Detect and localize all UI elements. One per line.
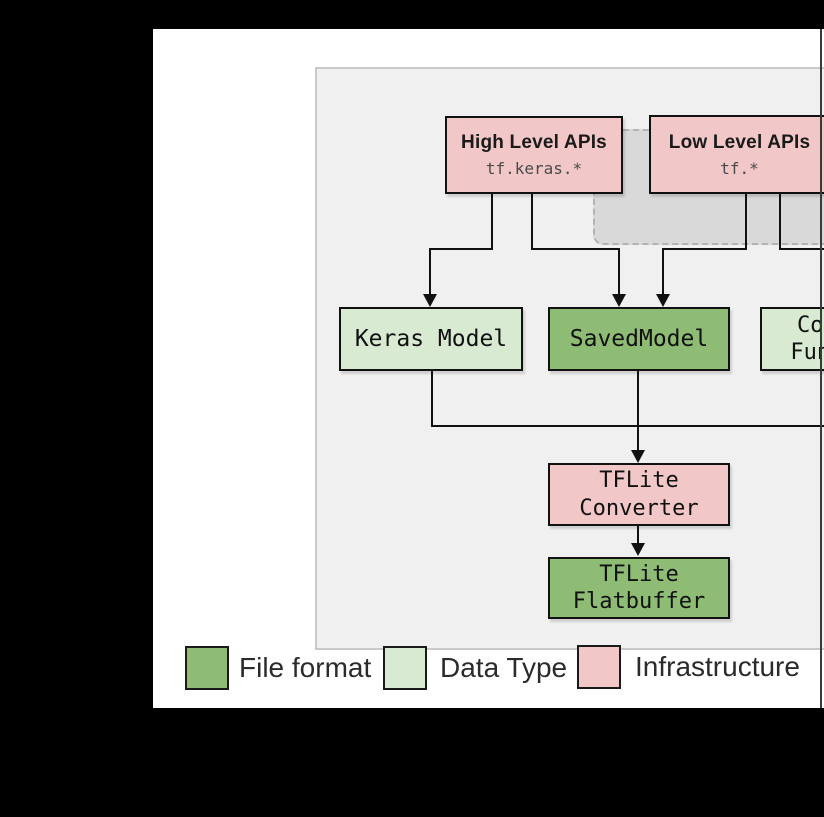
node-label: Keras Model xyxy=(354,325,508,352)
edge-high-to-keras-line xyxy=(429,248,431,295)
edge-high-to-savedmodel-line xyxy=(531,248,620,250)
legend-label-data-type: Data Type xyxy=(440,652,568,683)
node-high-level-apis: High Level APIs tf.keras.* xyxy=(445,116,623,194)
node-label: TFLite Flatbuffer xyxy=(572,561,706,615)
node-subtitle: tf.* xyxy=(720,158,759,178)
edge-low-to-savedmodel-line xyxy=(745,192,747,250)
legend-swatch-file-format xyxy=(185,646,229,690)
node-concrete-functions: Concrete Functions xyxy=(760,307,824,371)
window-edge-line xyxy=(820,29,822,708)
node-tflite-converter: TFLite Converter xyxy=(548,463,730,526)
edge-high-to-savedmodel-line xyxy=(618,248,620,295)
edge-high-to-savedmodel-line xyxy=(531,192,533,250)
edge-merge-line xyxy=(431,425,824,427)
legend-swatch-data-type xyxy=(383,646,427,690)
edge-low-to-concrete-line xyxy=(779,248,824,250)
diagram-area: High Level APIs tf.keras.* Low Level API… xyxy=(315,67,824,650)
node-label: SavedModel xyxy=(569,325,709,352)
node-title: High Level APIs xyxy=(461,132,607,153)
node-title: Low Level APIs xyxy=(668,131,811,153)
arrowhead-icon xyxy=(612,294,626,307)
legend-label-file-format: File format xyxy=(239,652,372,683)
node-tflite-flatbuffer: TFLite Flatbuffer xyxy=(548,557,730,619)
edge-converter-to-flatbuffer-line xyxy=(637,526,639,543)
edge-savedmodel-to-converter-line xyxy=(637,370,639,450)
node-savedmodel: SavedModel xyxy=(548,307,730,371)
edge-low-to-savedmodel-line xyxy=(662,248,747,250)
legend-label-infrastructure: Infrastructure xyxy=(635,651,800,682)
edge-high-to-keras-line xyxy=(491,192,493,250)
arrowhead-icon xyxy=(423,294,437,307)
figure-panel: High Level APIs tf.keras.* Low Level API… xyxy=(153,29,824,708)
node-keras-model: Keras Model xyxy=(339,307,523,371)
edge-low-to-savedmodel-line xyxy=(662,248,664,295)
arrowhead-icon xyxy=(631,450,645,463)
arrowhead-icon xyxy=(656,294,670,307)
legend-swatch-infrastructure xyxy=(577,645,621,689)
edge-high-to-keras-line xyxy=(429,248,493,250)
edge-low-to-concrete-line xyxy=(779,192,781,250)
edge-keras-to-converter-line xyxy=(431,371,433,427)
node-label: TFLite Converter xyxy=(579,468,699,521)
node-low-level-apis: Low Level APIs tf.* xyxy=(649,115,824,194)
arrowhead-icon xyxy=(631,543,645,556)
node-label: Concrete Functions xyxy=(790,312,824,366)
node-subtitle: tf.keras.* xyxy=(485,159,583,178)
